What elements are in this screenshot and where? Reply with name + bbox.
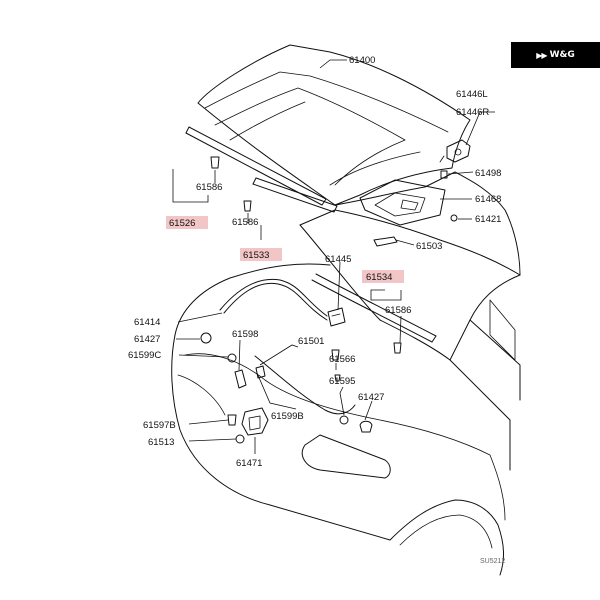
- label-61445[interactable]: 61445: [325, 254, 351, 265]
- weatherstrip-61533: [252, 177, 338, 213]
- label-61597b[interactable]: 61597B: [143, 420, 176, 431]
- label-61566[interactable]: 61566: [329, 354, 355, 365]
- label-61400[interactable]: 61400: [349, 55, 375, 66]
- hood-panel: [197, 44, 471, 206]
- release-cable: [219, 278, 356, 415]
- vehicle-body: [171, 171, 521, 576]
- label-61498[interactable]: 61498: [475, 168, 501, 179]
- highlight-61526: [166, 216, 208, 229]
- hood-latch-61471: [241, 407, 269, 436]
- label-61513[interactable]: 61513: [148, 437, 174, 448]
- leader-lines: [172, 59, 495, 454]
- label-61599c[interactable]: 61599C: [128, 350, 161, 361]
- weatherstrip-61526: [185, 126, 327, 206]
- label-61501[interactable]: 61501: [298, 336, 324, 347]
- label-61586-left[interactable]: 61586: [196, 182, 222, 193]
- label-61586-mid[interactable]: 61586: [232, 217, 258, 228]
- brand-mark-icon: ▶▶: [536, 50, 547, 60]
- highlight-61534: [362, 270, 404, 283]
- label-61471[interactable]: 61471: [236, 458, 262, 469]
- highlight-61533: [240, 248, 282, 261]
- diagram-code: SU5212: [480, 558, 505, 565]
- label-61598[interactable]: 61598: [232, 329, 258, 340]
- label-61526[interactable]: 61526: [169, 218, 195, 229]
- vehicle-drawing: [171, 44, 521, 576]
- label-61503[interactable]: 61503: [416, 241, 442, 252]
- fasteners: [200, 156, 458, 444]
- label-61468[interactable]: 61468: [475, 194, 501, 205]
- label-61446r[interactable]: 61446R: [456, 107, 489, 118]
- label-61446l[interactable]: 61446L: [456, 89, 488, 100]
- label-61534[interactable]: 61534: [366, 272, 392, 283]
- hinge-bracket-61468: [359, 179, 446, 226]
- highlights: [166, 216, 404, 283]
- label-61533[interactable]: 61533: [243, 250, 269, 261]
- label-61421[interactable]: 61421: [475, 214, 501, 225]
- part-labels: 61400 61446L 61446R 61498 61468 61421 61…: [128, 55, 505, 565]
- label-61586-right[interactable]: 61586: [385, 305, 411, 316]
- release-handle-61598: [234, 369, 247, 389]
- brand-logo: ▶▶ W&G: [511, 42, 600, 68]
- brand-text: W&G: [549, 50, 575, 60]
- label-61599b[interactable]: 61599B: [271, 411, 304, 422]
- hood-hinge-61446: [439, 139, 471, 163]
- label-61427-right[interactable]: 61427: [358, 392, 384, 403]
- hood-lock-61445: [327, 307, 346, 327]
- label-61427-left[interactable]: 61427: [134, 334, 160, 345]
- label-61595[interactable]: 61595: [329, 376, 355, 387]
- label-61414[interactable]: 61414: [134, 317, 160, 328]
- weatherstrip-61534: [311, 273, 437, 343]
